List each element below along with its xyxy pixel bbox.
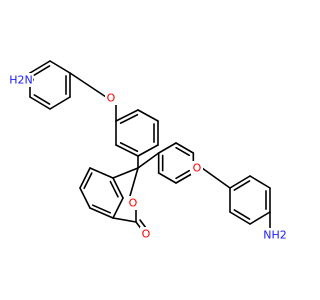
amine-bottom-text: NH2 (263, 229, 287, 242)
bond (157, 142, 177, 154)
molecule-structure: H2N O O O O NH2 (9, 60, 288, 242)
bond (229, 211, 251, 225)
bond (33, 94, 51, 105)
bond (112, 197, 124, 219)
bond (139, 219, 147, 229)
bond (119, 142, 139, 153)
bond (175, 146, 191, 157)
bond (137, 144, 159, 157)
bond (79, 187, 91, 209)
bond (91, 204, 112, 214)
bond (83, 172, 93, 190)
bond (137, 109, 159, 122)
bond (89, 167, 114, 179)
ether-right-text: O (193, 162, 202, 175)
bond (49, 60, 71, 74)
amine-top-label: H2N (9, 73, 33, 87)
bond (175, 172, 195, 184)
bonds (29, 60, 271, 231)
bond (29, 96, 51, 110)
ether-top-label: O (105, 91, 117, 105)
bond (109, 180, 119, 198)
bond (112, 167, 139, 179)
lactone-ring-o-label: O (127, 196, 139, 210)
ether-top-text: O (107, 92, 116, 105)
bond (229, 175, 251, 189)
bond (89, 207, 114, 219)
amine-bottom-label: NH2 (262, 228, 288, 242)
bond (137, 152, 160, 169)
bond (249, 211, 271, 225)
bond (233, 209, 251, 220)
carbonyl-o-text: O (142, 228, 151, 241)
bond (129, 167, 139, 197)
bond (112, 217, 137, 223)
lactone-ring-o-text: O (129, 197, 138, 210)
bond (157, 172, 177, 184)
bond (201, 167, 231, 189)
amine-top-text: H2N (9, 74, 33, 87)
bond (33, 65, 51, 76)
bond (249, 175, 271, 189)
bond (79, 167, 91, 189)
bond (233, 180, 251, 191)
bond (175, 169, 191, 180)
bond (112, 177, 124, 199)
bond (49, 96, 71, 110)
atom-labels: H2N O O O O NH2 (9, 73, 288, 242)
carbonyl-o-label: O (140, 227, 152, 241)
bond (115, 144, 139, 157)
bond (69, 72, 107, 98)
ether-right-label: O (191, 161, 203, 175)
bond (29, 60, 51, 74)
bond (115, 109, 139, 122)
bond (119, 113, 139, 124)
bond (175, 142, 195, 154)
